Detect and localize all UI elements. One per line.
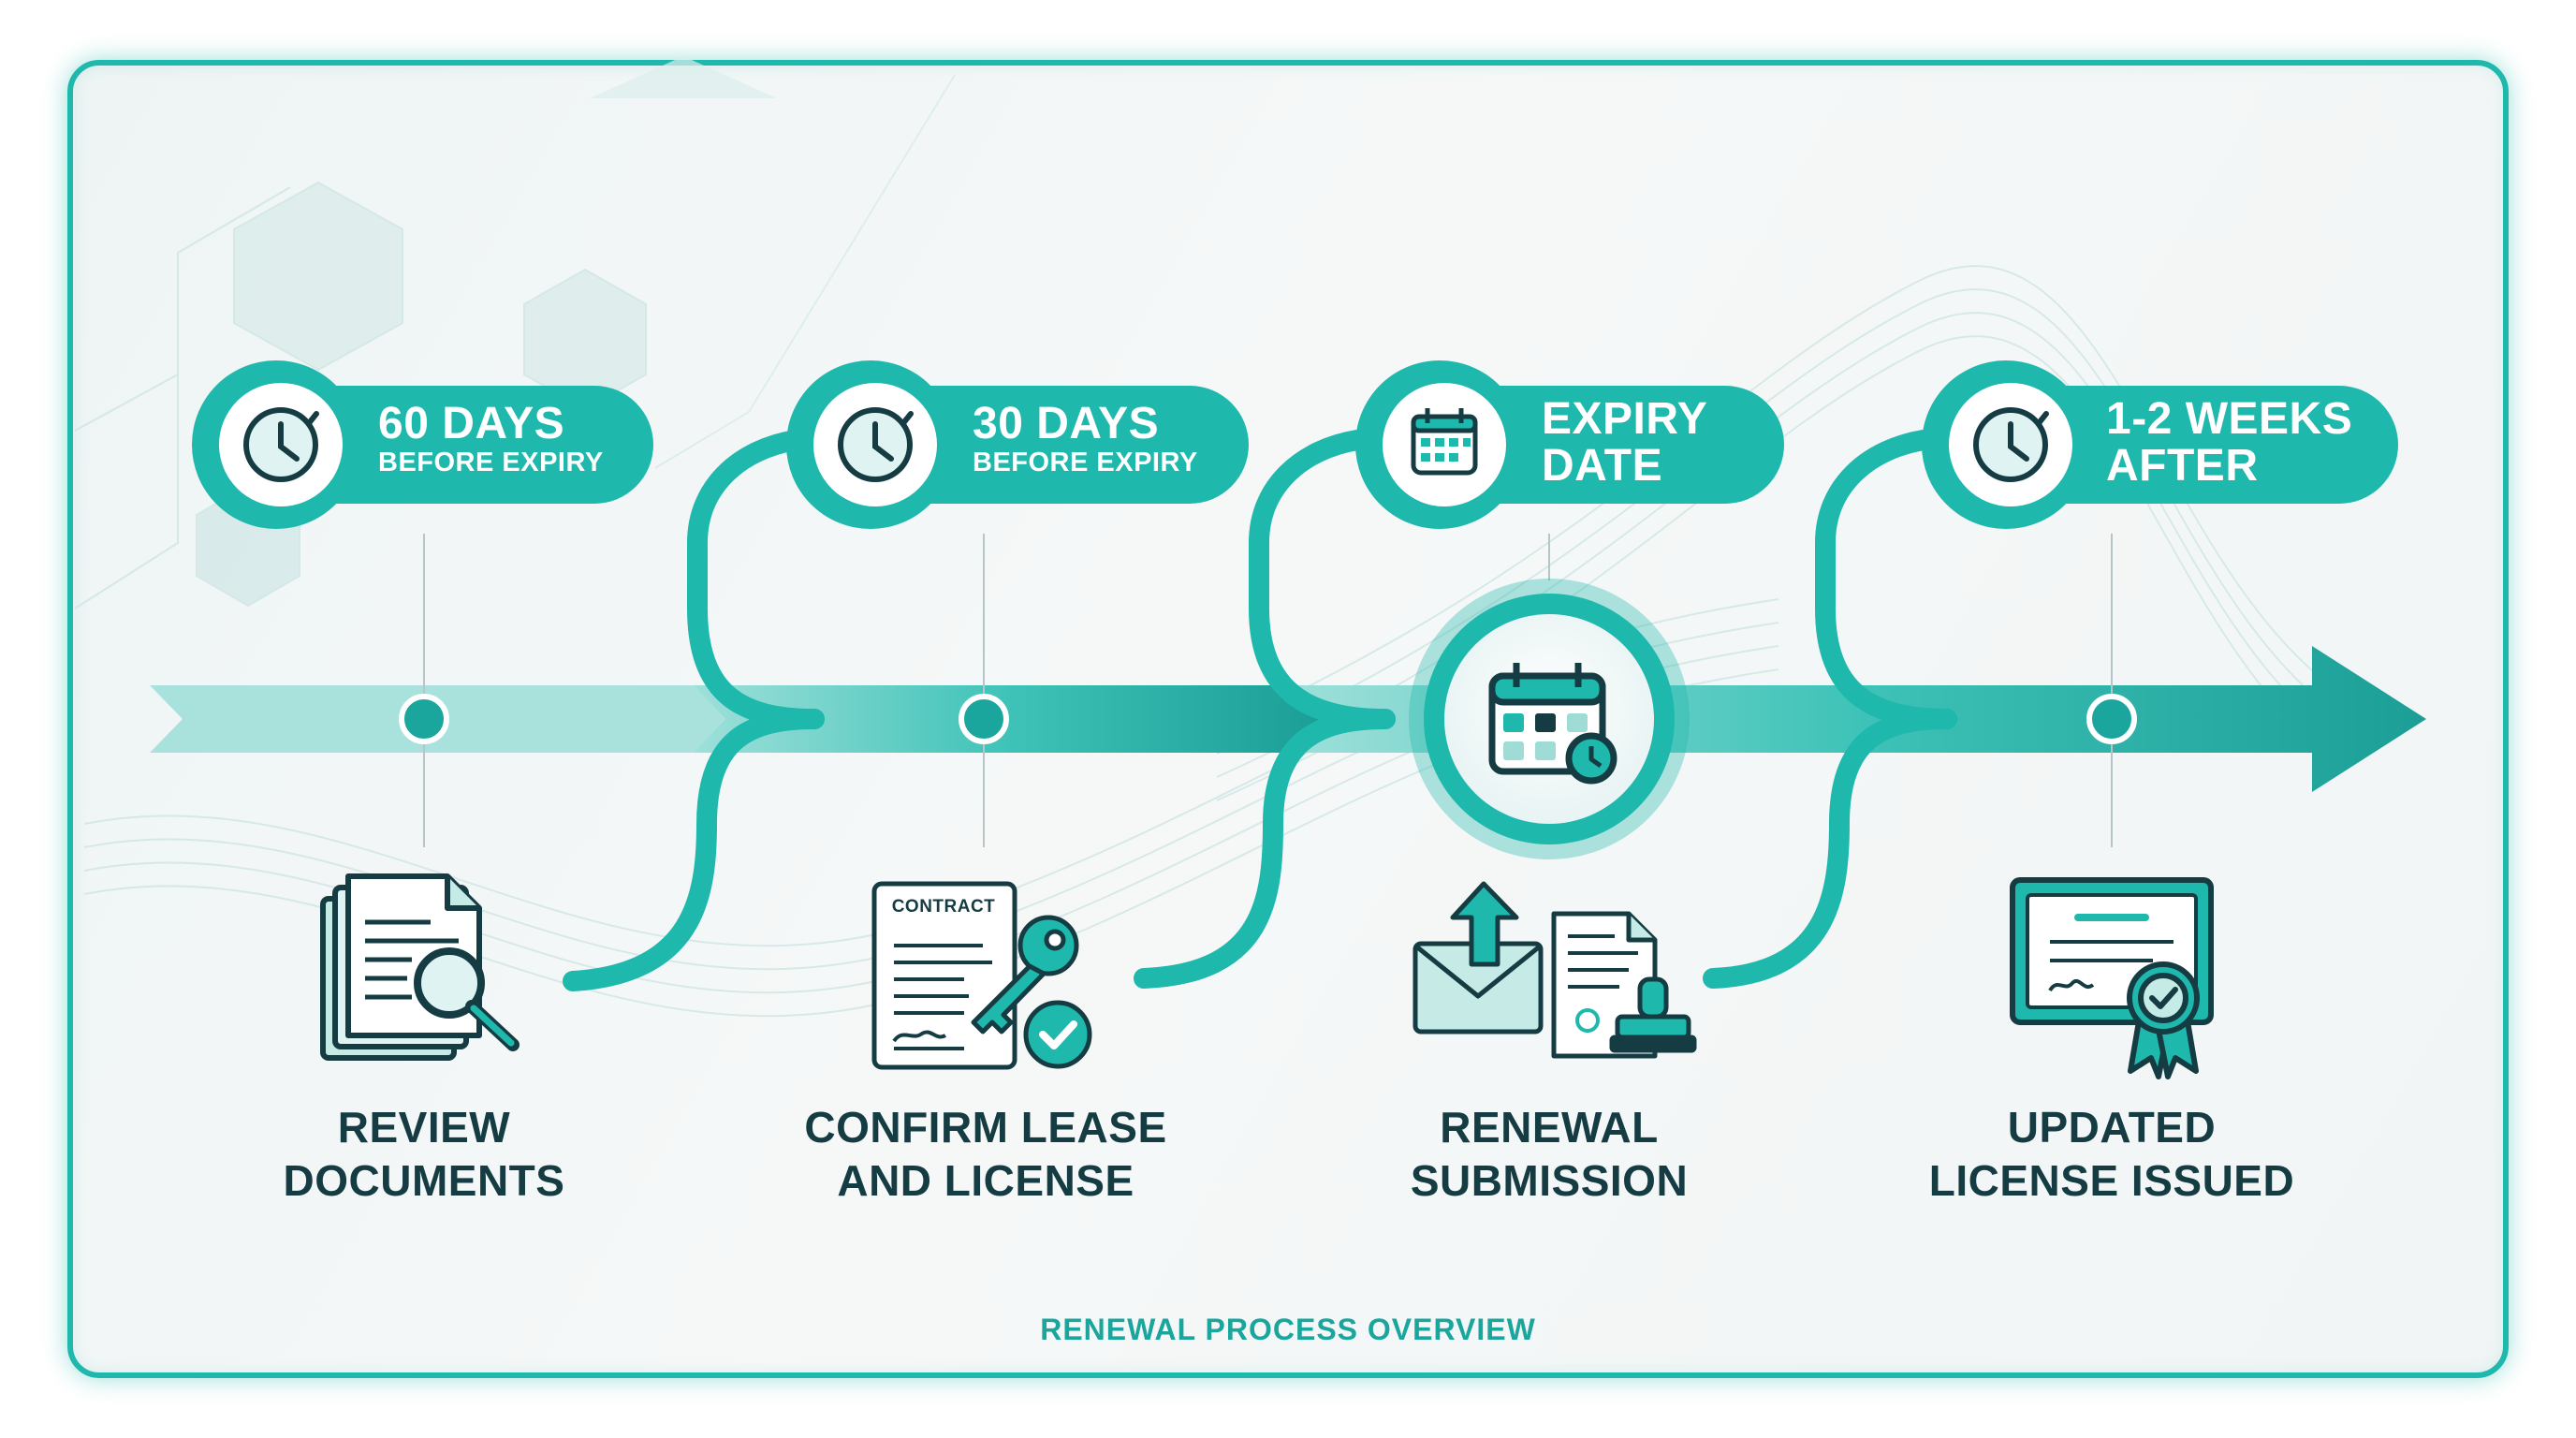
milestone-sub: DATE xyxy=(1542,441,1663,491)
step-line: REVIEW xyxy=(337,1103,511,1152)
envelope-stamp-icon xyxy=(1412,881,1697,1059)
flow-connectors xyxy=(563,430,1957,991)
milestone-time: EXPIRY xyxy=(1542,394,1708,444)
milestone-pill-1 xyxy=(192,360,653,529)
milestone-sub: BEFORE EXPIRY xyxy=(378,448,604,477)
guide-lines xyxy=(423,534,2113,847)
calendar-clock-icon xyxy=(1488,663,1617,785)
step-label-issued: UPDATED LICENSE ISSUED xyxy=(1868,1101,2355,1208)
milestone-time: 1-2 WEEKS xyxy=(2106,394,2353,444)
contract-key-icon xyxy=(871,881,1092,1070)
clock-icon xyxy=(1973,407,2049,482)
timeline-node xyxy=(399,694,449,744)
milestone-sub: AFTER xyxy=(2106,441,2259,491)
step-line: AND LICENSE xyxy=(837,1156,1134,1205)
expiry-hub xyxy=(1409,579,1690,859)
step-label-submission: RENEWAL SUBMISSION xyxy=(1306,1101,1793,1208)
clock-icon xyxy=(243,407,319,482)
milestone-pill-3 xyxy=(1355,360,1784,529)
timeline-node xyxy=(959,694,1009,744)
certificate-icon xyxy=(2010,877,2214,1079)
milestone-pill-2 xyxy=(786,360,1249,529)
step-label-confirm: CONFIRM LEASE AND LICENSE xyxy=(742,1101,1229,1208)
step-line: DOCUMENTS xyxy=(283,1156,565,1205)
milestone-label-3: EXPIRY DATE xyxy=(1542,396,1707,490)
calendar-icon xyxy=(1411,408,1478,476)
background-hexagons xyxy=(74,56,956,609)
milestone-time: 30 DAYS xyxy=(973,399,1160,448)
step-line: UPDATED xyxy=(2007,1103,2217,1152)
milestone-sub: BEFORE EXPIRY xyxy=(973,448,1198,477)
step-line: SUBMISSION xyxy=(1410,1156,1689,1205)
step-line: CONFIRM LEASE xyxy=(804,1103,1167,1152)
milestone-label-4: 1-2 WEEKS AFTER xyxy=(2106,396,2352,490)
clock-icon xyxy=(838,407,914,482)
milestone-pill-4 xyxy=(1922,360,2398,529)
milestone-time: 60 DAYS xyxy=(378,399,565,448)
step-line: LICENSE ISSUED xyxy=(1928,1156,2295,1205)
timeline-node xyxy=(2086,694,2137,744)
contract-icon-text: CONTRACT xyxy=(891,897,996,917)
milestone-label-1: 60 DAYS BEFORE EXPIRY xyxy=(378,399,604,478)
step-line: RENEWAL xyxy=(1440,1103,1659,1152)
documents-search-icon xyxy=(320,873,520,1061)
footer-title: RENEWAL PROCESS OVERVIEW xyxy=(1040,1313,1536,1346)
step-label-review: REVIEW DOCUMENTS xyxy=(181,1101,667,1208)
milestone-label-2: 30 DAYS BEFORE EXPIRY xyxy=(973,399,1198,478)
timeline-arrow xyxy=(1282,646,2426,792)
